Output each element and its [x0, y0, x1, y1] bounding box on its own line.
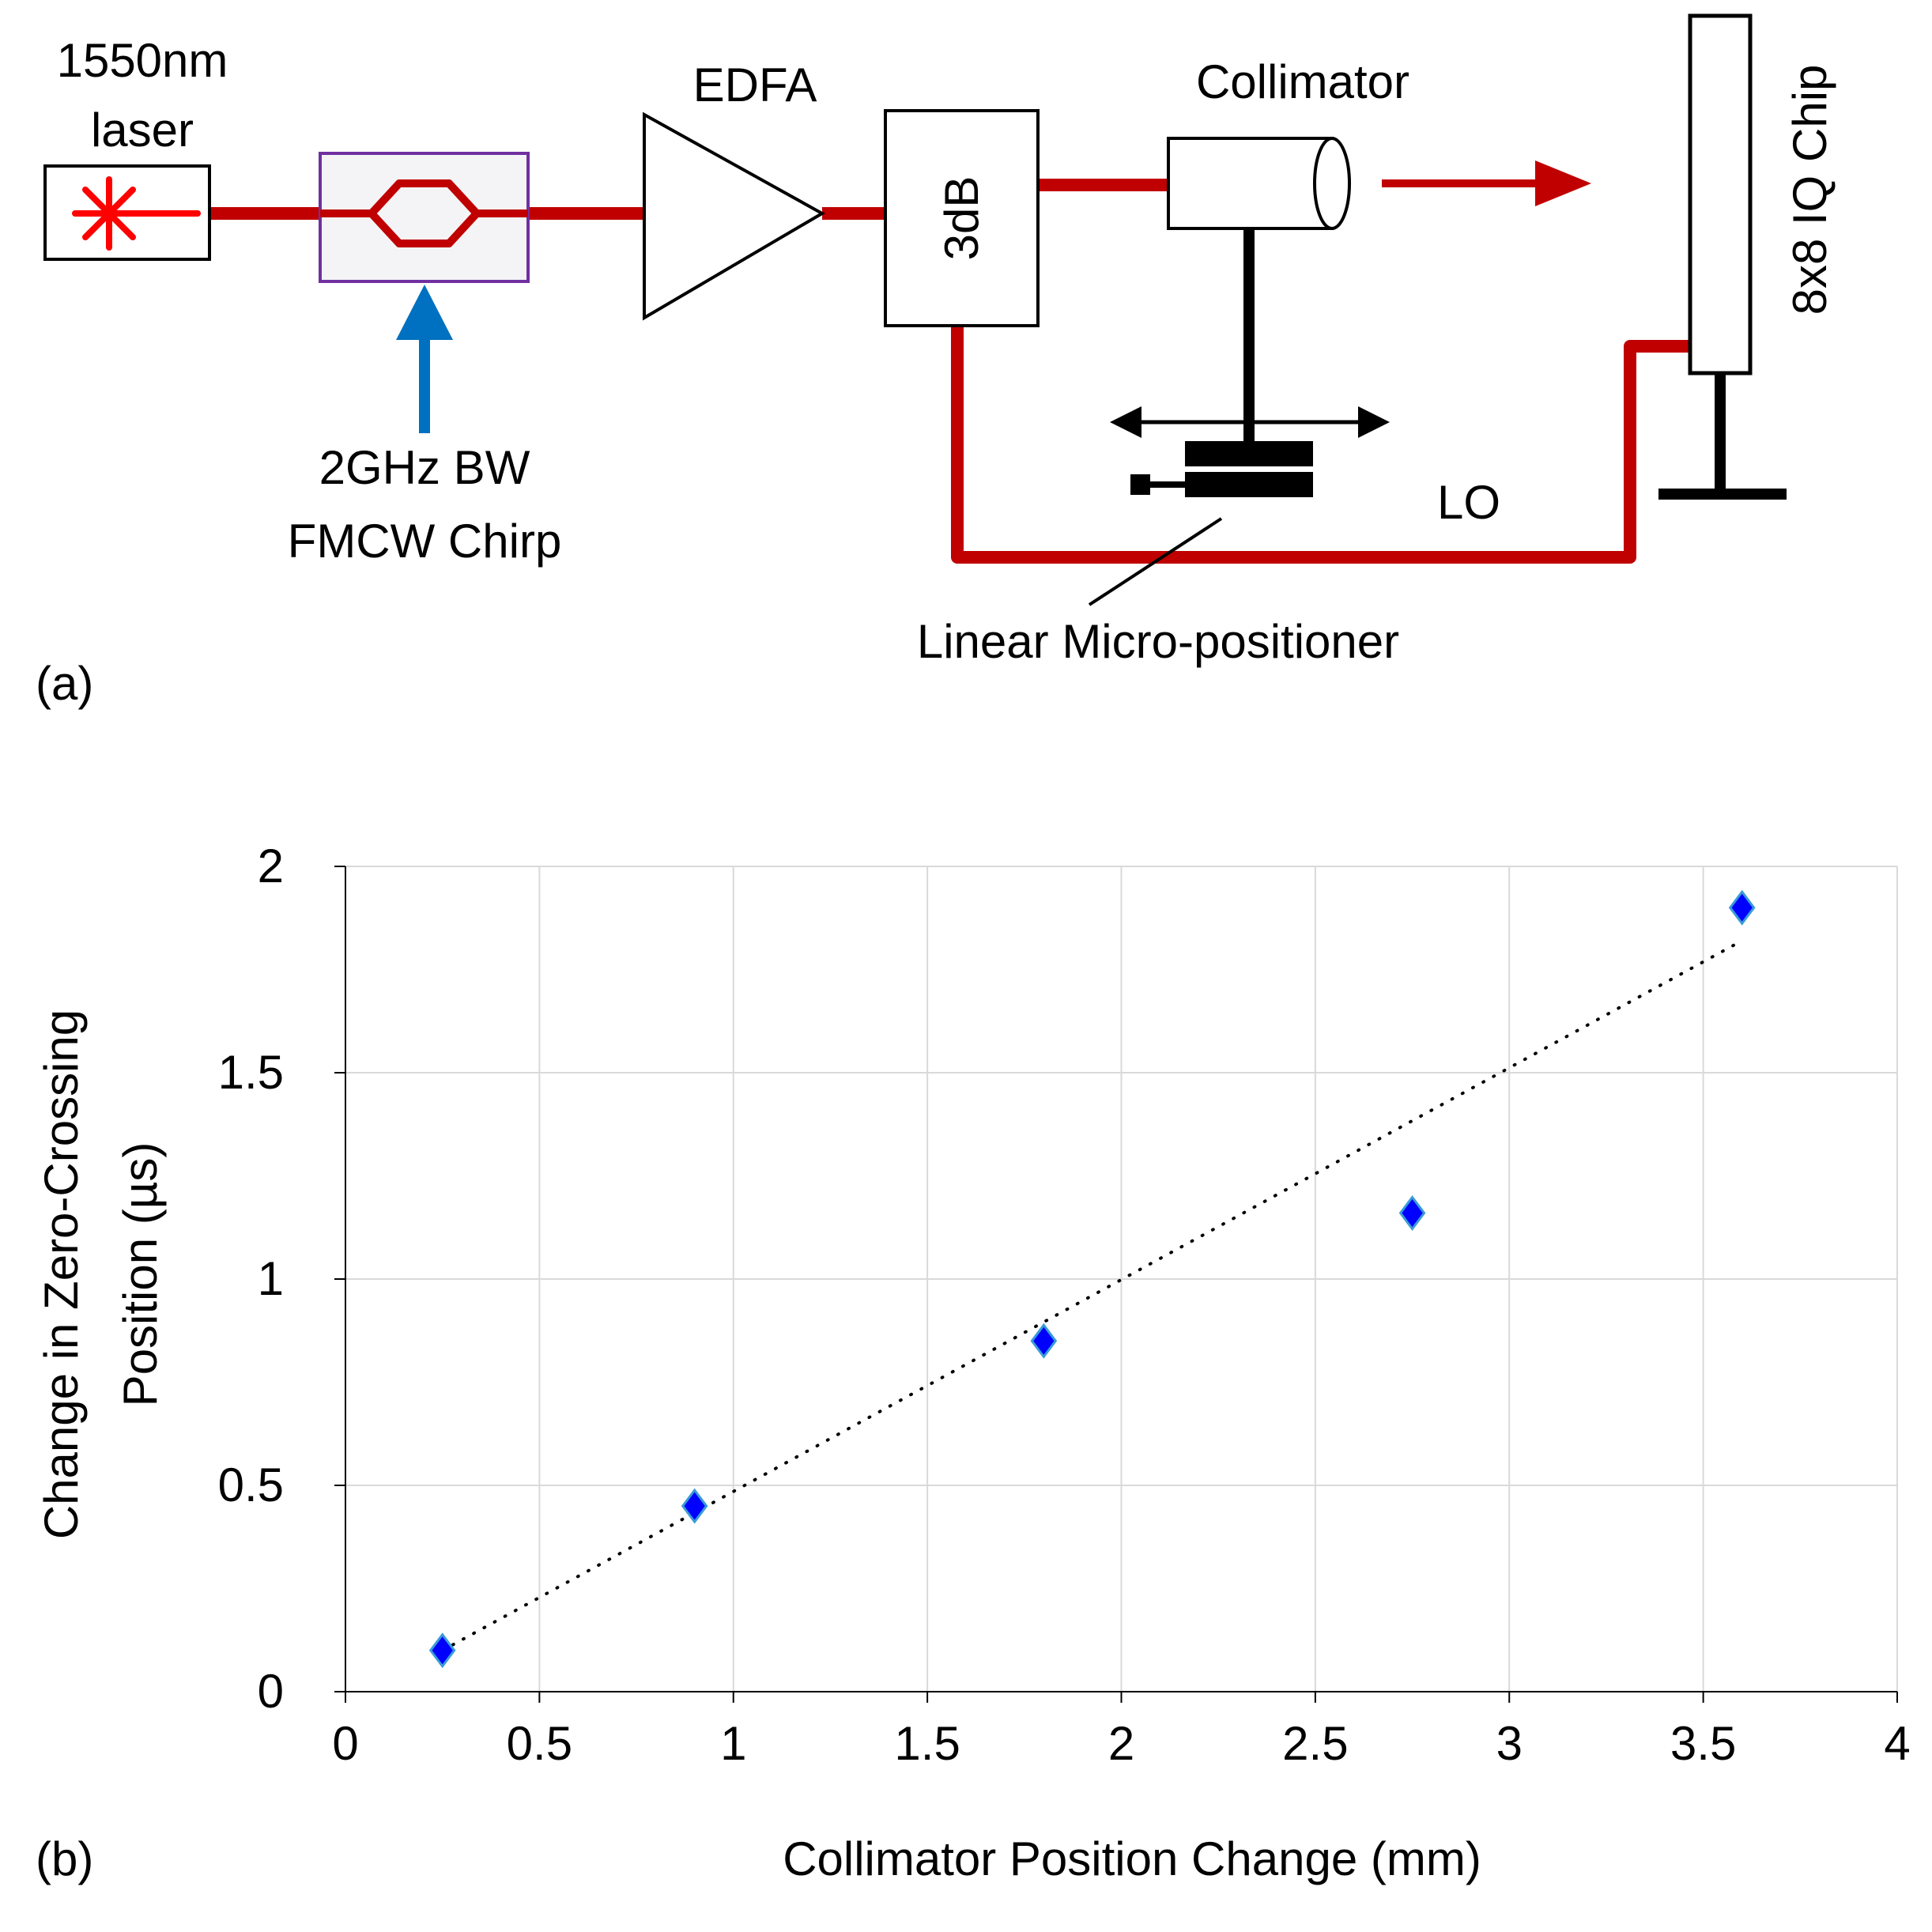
x-tick-label: 2.5	[1282, 1717, 1348, 1770]
diamond-data-point	[1030, 1323, 1058, 1359]
diamond-data-point	[681, 1488, 708, 1524]
x-tick-label: 0	[332, 1717, 358, 1770]
y-axis-ticks: 0 0.5 1 1.5 2	[218, 840, 345, 1718]
x-tick-label: 3	[1496, 1717, 1523, 1770]
positioner-label: Linear Micro-positioner	[917, 615, 1399, 668]
scatter-chart: 0 0.5 1 1.5 2 2.5 3 3.5 4 0 0.5 1 1.5 2 Collimator P…	[35, 840, 1911, 1885]
positioner-leader-line	[1088, 517, 1223, 606]
y-tick-label: 0.5	[218, 1458, 284, 1511]
diamond-data-point	[1398, 1194, 1426, 1231]
lo-label: LO	[1437, 476, 1500, 529]
edfa-label: EDFA	[693, 58, 817, 111]
splitter-label: 3dB	[935, 176, 988, 261]
setup-diagram: 1550nm laser 2GHz BW FMCW Chirp EDFA 3dB…	[36, 13, 1836, 710]
micro-positioner-icon	[1130, 441, 1313, 497]
splitter-box	[884, 109, 1040, 327]
x-axis-ticks: 0 0.5 1 1.5 2 2.5 3 3.5 4	[332, 1692, 1911, 1770]
x-axis-title: Collimator Position Change (mm)	[783, 1832, 1481, 1885]
y-tick-label: 1	[258, 1252, 284, 1305]
y-axis-title-line1: Change in Zero-Crossing	[35, 1009, 88, 1539]
modulator-caption-line1: 2GHz BW	[319, 441, 530, 494]
modulator-caption-line2: FMCW Chirp	[288, 515, 562, 568]
data-points	[428, 889, 1756, 1669]
chart-gridlines	[345, 866, 1898, 1692]
y-tick-label: 1.5	[218, 1046, 284, 1099]
x-tick-label: 3.5	[1670, 1717, 1736, 1770]
double-headed-arrow-icon	[1110, 406, 1390, 438]
collimator-body	[1167, 137, 1334, 230]
x-tick-label: 1.5	[894, 1717, 960, 1770]
laser-label-line2: laser	[91, 104, 194, 157]
x-tick-label: 2	[1108, 1717, 1134, 1770]
panel-label-b: (b)	[36, 1832, 93, 1885]
collimator-label: Collimator	[1196, 55, 1409, 108]
blue-up-arrow-icon	[396, 285, 453, 433]
laser-label-line1: 1550nm	[57, 34, 228, 87]
output-beam-arrow-icon	[1382, 160, 1591, 206]
iq-chip-box	[1688, 13, 1753, 375]
y-axis-title-line2: Position (µs)	[114, 1142, 167, 1407]
diamond-data-point	[428, 1632, 456, 1669]
edfa-amplifier-triangle	[643, 111, 826, 321]
x-tick-label: 1	[720, 1717, 746, 1770]
mach-zehnder-icon	[320, 179, 528, 247]
trendline	[440, 938, 1744, 1652]
laser-star-icon	[72, 176, 201, 251]
x-tick-label: 0.5	[507, 1717, 572, 1770]
chip-label: 8x8 IQ Chip	[1783, 65, 1836, 315]
fiber-lo-path	[951, 326, 1690, 564]
y-tick-label: 2	[258, 840, 284, 892]
y-tick-label: 0	[258, 1665, 284, 1718]
x-tick-label: 4	[1884, 1717, 1910, 1770]
panel-label-a: (a)	[36, 657, 93, 710]
diamond-data-point	[1728, 889, 1756, 926]
collimator-lens	[1313, 137, 1351, 230]
